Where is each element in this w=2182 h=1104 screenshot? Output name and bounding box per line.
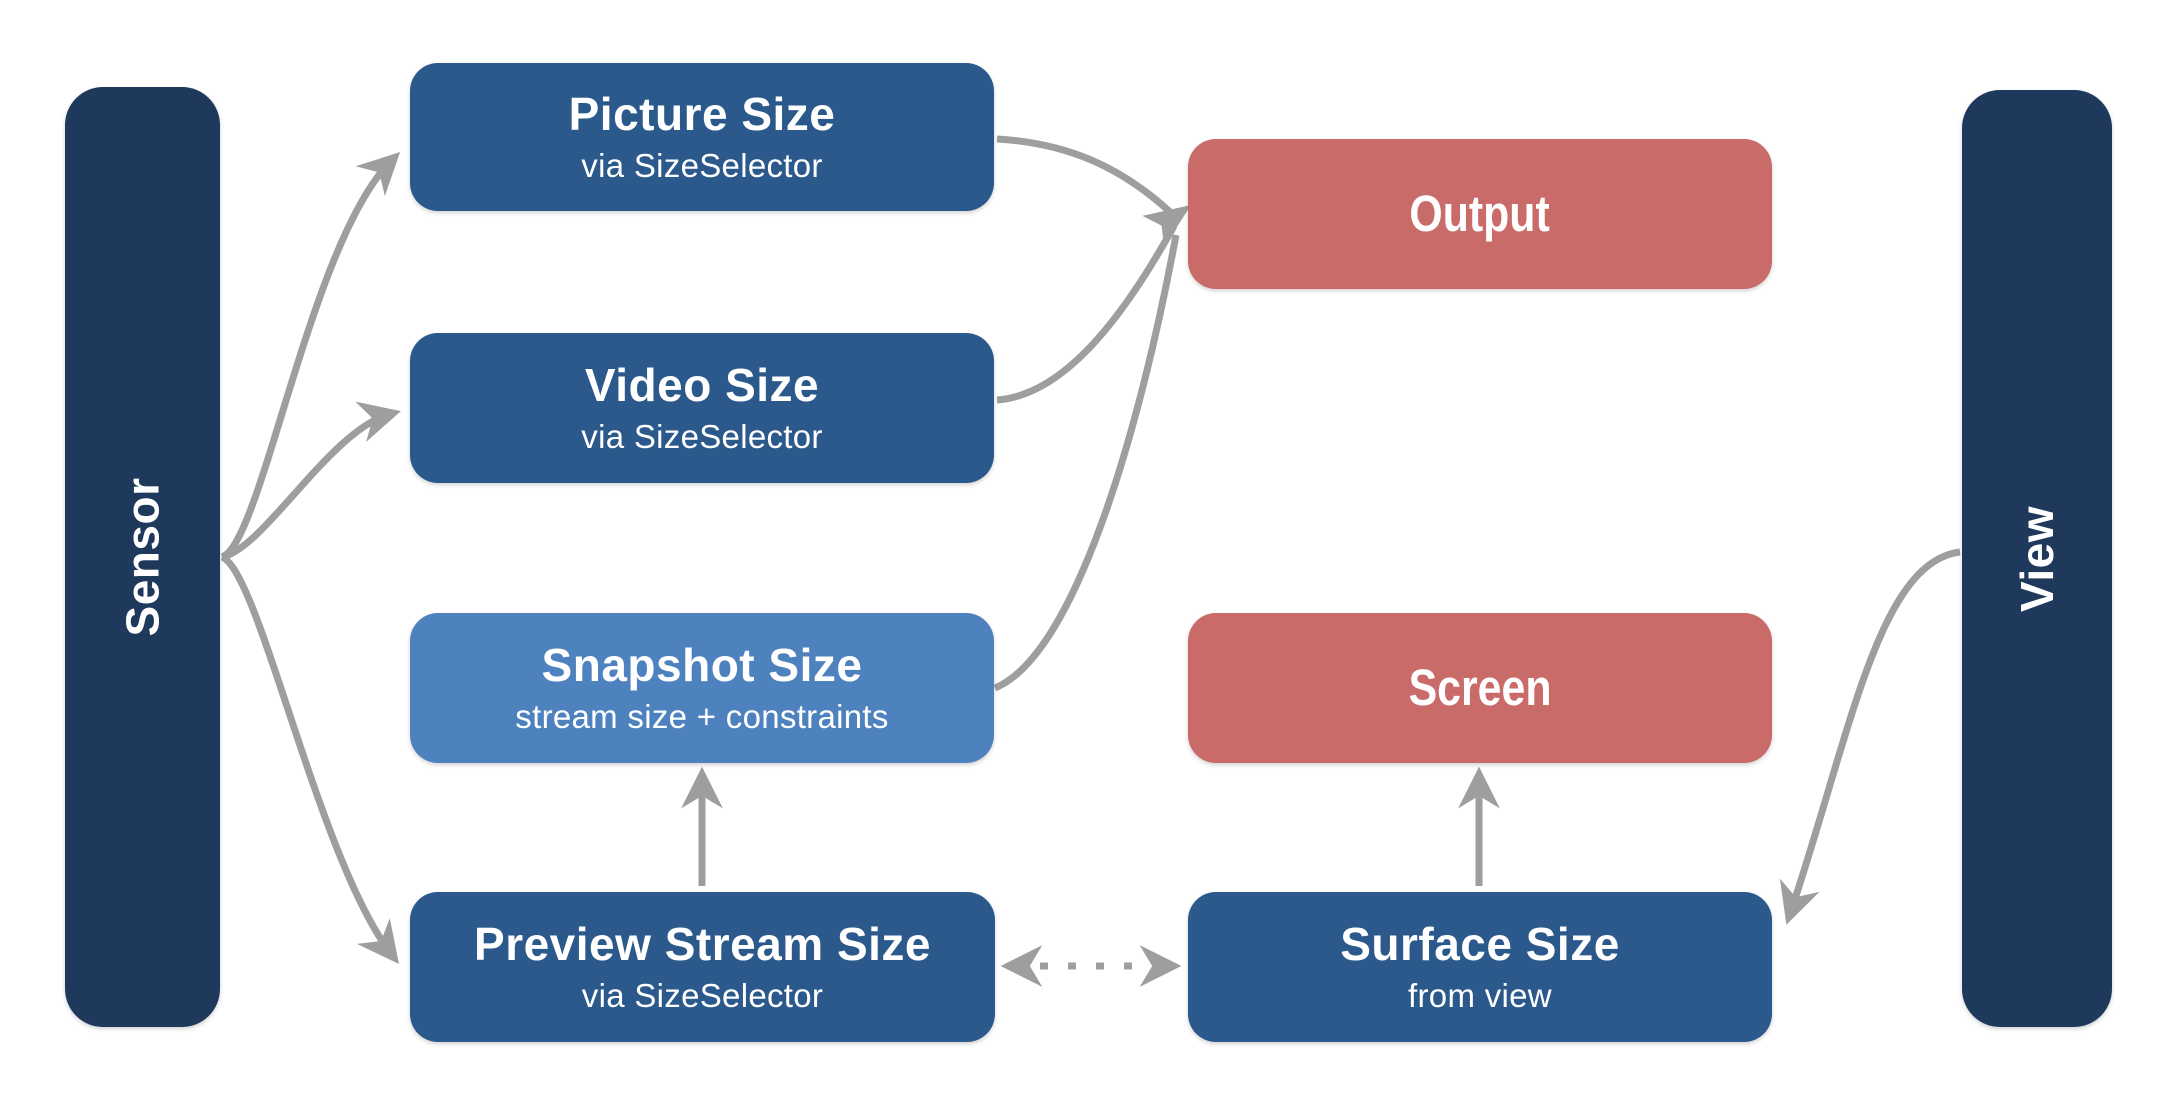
edge-sensor-to-video-size <box>221 401 401 561</box>
node-surface-size: Surface Size from view <box>1188 892 1772 1042</box>
snapshot-size-subtitle: stream size + constraints <box>515 698 889 736</box>
edge-view-to-surface-size <box>1779 548 1961 925</box>
edge-snapshot-size-to-output <box>993 234 1180 692</box>
picture-size-title: Picture Size <box>568 87 836 140</box>
node-picture-size: Picture Size via SizeSelector <box>410 63 994 211</box>
edge-picture-size-to-output <box>996 135 1173 215</box>
output-title: Output <box>1409 185 1551 243</box>
sensor-lane-label: Sensor <box>116 477 169 637</box>
picture-size-subtitle: via SizeSelector <box>581 147 823 185</box>
surface-size-subtitle: from view <box>1408 977 1552 1015</box>
edge-sensor-to-preview-stream-size <box>220 553 399 964</box>
surface-size-title: Surface Size <box>1340 917 1620 970</box>
edge-video-size-to-output <box>996 224 1178 404</box>
node-output: Output <box>1188 139 1772 289</box>
node-screen: Screen <box>1188 613 1772 763</box>
preview-stream-size-subtitle: via SizeSelector <box>581 977 824 1015</box>
node-sensor-lane: Sensor <box>65 87 220 1027</box>
view-lane-label: View <box>2011 505 2063 612</box>
node-snapshot-size: Snapshot Size stream size + constraints <box>410 613 994 763</box>
edge-sensor-to-picture-size <box>220 152 401 561</box>
node-view-lane: View <box>1962 90 2112 1027</box>
screen-title: Screen <box>1408 659 1552 717</box>
video-size-title: Video Size <box>584 358 820 411</box>
video-size-subtitle: via SizeSelector <box>581 418 823 456</box>
snapshot-size-title: Snapshot Size <box>541 638 863 691</box>
arrowhead-into-output <box>1142 205 1191 247</box>
node-preview-stream-size: Preview Stream Size via SizeSelector <box>410 892 995 1042</box>
node-video-size: Video Size via SizeSelector <box>410 333 994 483</box>
preview-stream-size-title: Preview Stream Size <box>474 917 931 970</box>
